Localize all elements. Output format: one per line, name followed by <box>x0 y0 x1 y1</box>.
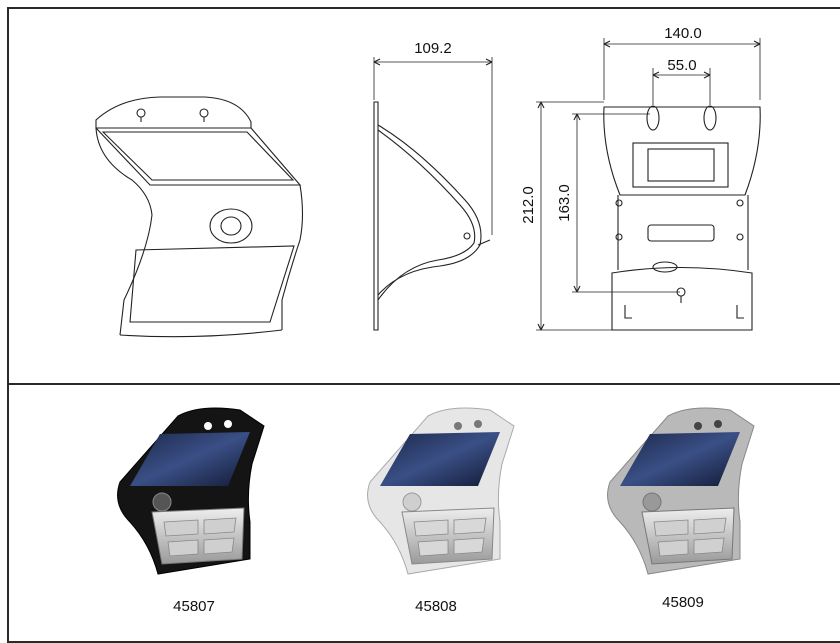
product-code-45808: 45808 <box>415 598 457 615</box>
width-dimension: 140.0 <box>664 25 702 42</box>
height-dimension: 212.0 <box>520 186 537 224</box>
product-code-45807: 45807 <box>173 598 215 615</box>
front-view: 140.0 55.0 212.0 163.0 <box>520 25 761 331</box>
hole-height-dimension: 163.0 <box>556 184 573 222</box>
product-photo-white <box>367 407 515 575</box>
technical-drawing: 109.2 140.0 55.0 212.0 <box>95 25 761 575</box>
perspective-view <box>95 96 304 338</box>
depth-dimension: 109.2 <box>414 40 452 57</box>
product-photo-silver <box>607 407 755 575</box>
product-code-45809: 45809 <box>662 594 704 611</box>
hole-spacing-dimension: 55.0 <box>667 57 696 74</box>
side-view: 109.2 <box>373 40 493 331</box>
product-photo-black <box>117 407 265 575</box>
product-sheet: 109.2 140.0 55.0 212.0 <box>7 7 840 643</box>
